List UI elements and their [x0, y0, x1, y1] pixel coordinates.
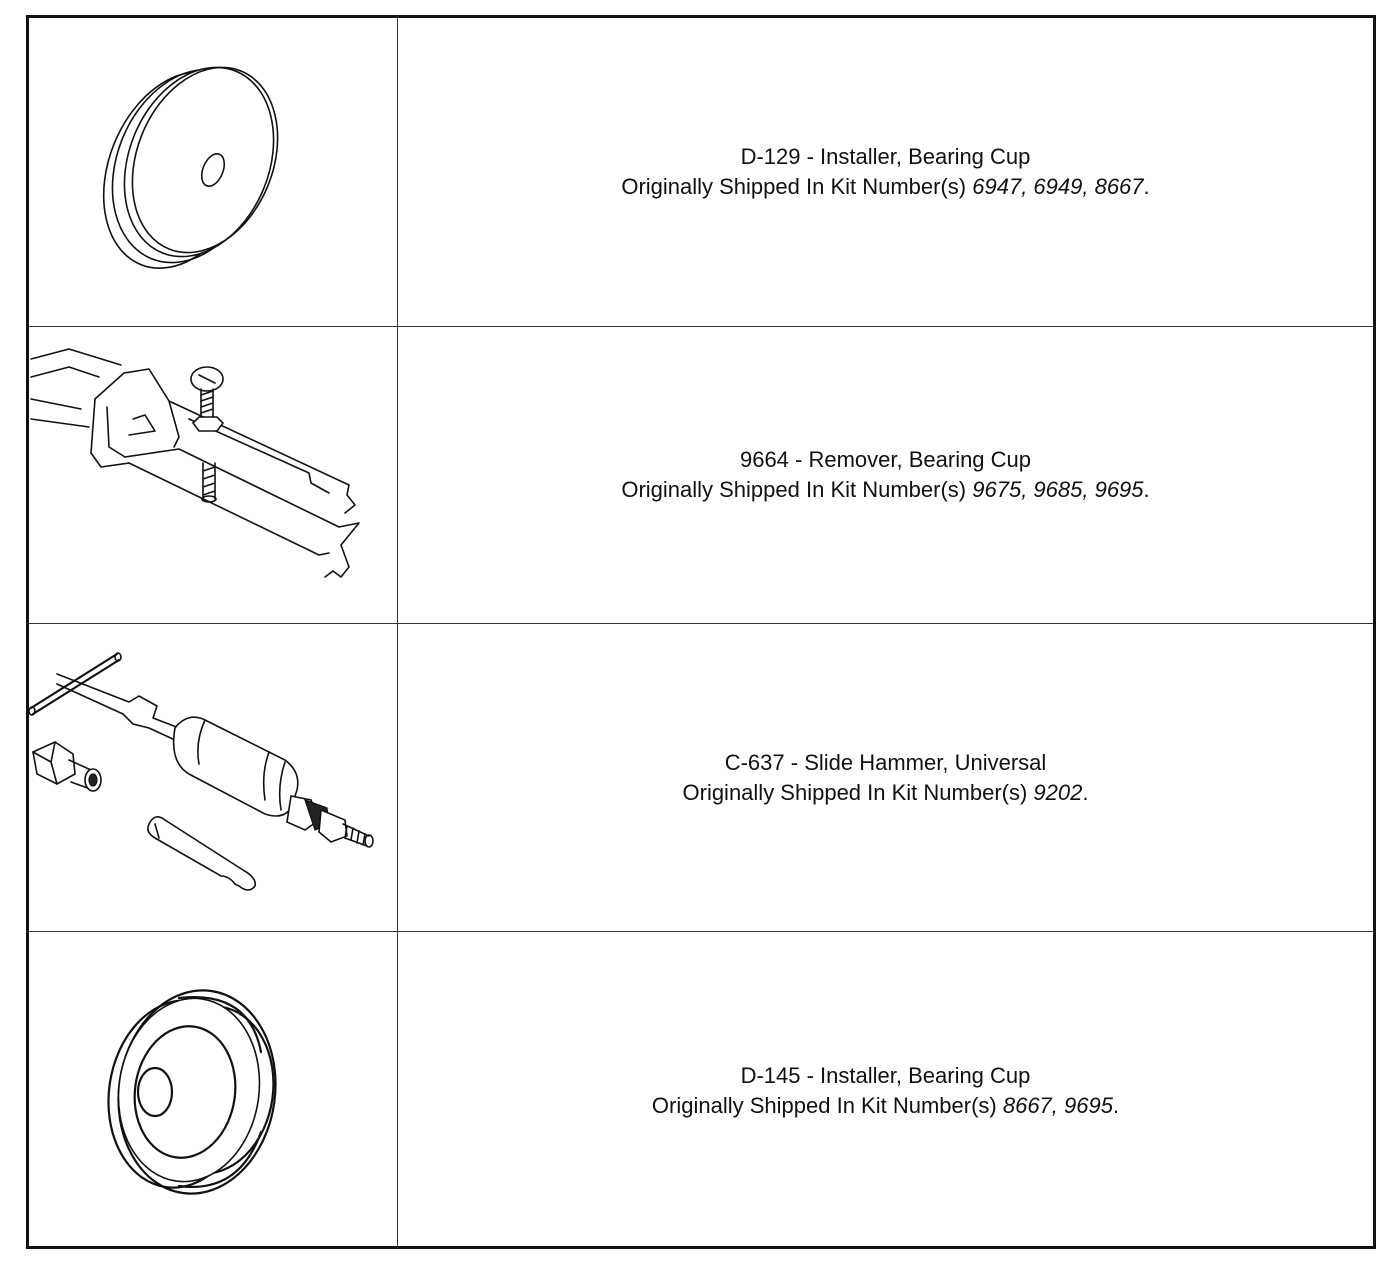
image-cell — [28, 624, 398, 931]
slide-hammer-icon — [28, 652, 374, 891]
tool-title: C-637 - Slide Hammer, Universal — [724, 749, 1047, 775]
image-cell — [29, 18, 398, 326]
tool-title: D-129 - Installer, Bearing Cup — [740, 144, 1031, 169]
bearing-cup-installer-stepped-icon — [107, 989, 277, 1195]
bearing-cup-installer-disc-icon — [102, 66, 279, 269]
table-row: C-637 - Slide Hammer, Universal Original… — [28, 624, 1373, 932]
bearing-cup-remover-bracket-icon — [30, 348, 360, 578]
kit-suffix: . — [1143, 477, 1150, 502]
table-row: D-145 - Installer, Bearing Cup Originall… — [29, 932, 1373, 1249]
kit-numbers: 8667, 9695 — [1002, 1092, 1113, 1118]
description-cell: C-637 - Slide Hammer, Universal Original… — [398, 624, 1373, 931]
kit-suffix: . — [1143, 174, 1150, 199]
kit-label: Originally Shipped In Kit Number(s) — [621, 174, 973, 199]
description-cell: D-129 - Installer, Bearing Cup Originall… — [398, 18, 1373, 326]
kit-numbers-line: Originally Shipped In Kit Number(s) 6947… — [621, 172, 1149, 202]
kit-label: Originally Shipped In Kit Number(s) — [651, 1092, 1003, 1118]
kit-suffix: . — [1082, 779, 1089, 805]
kit-suffix: . — [1112, 1092, 1120, 1118]
kit-numbers-line: Originally Shipped In Kit Number(s) 8667… — [652, 1091, 1119, 1121]
table-row: D-129 - Installer, Bearing Cup Originall… — [29, 18, 1373, 327]
kit-label: Originally Shipped In Kit Number(s) — [682, 779, 1034, 805]
tool-title: 9664 - Remover, Bearing Cup — [739, 447, 1032, 472]
kit-label: Originally Shipped In Kit Number(s) — [621, 477, 973, 502]
tool-title: D-145 - Installer, Bearing Cup — [740, 1062, 1031, 1088]
image-cell — [29, 932, 398, 1249]
kit-numbers: 9675, 9685, 9695 — [972, 477, 1144, 502]
kit-numbers-line: Originally Shipped In Kit Number(s) 9675… — [621, 475, 1149, 505]
kit-numbers: 6947, 6949, 8667 — [972, 174, 1144, 199]
description-cell: D-145 - Installer, Bearing Cup Originall… — [398, 932, 1373, 1249]
kit-numbers-line: Originally Shipped In Kit Number(s) 9202… — [683, 778, 1089, 808]
description-cell: 9664 - Remover, Bearing Cup Originally S… — [398, 327, 1373, 623]
kit-numbers: 9202 — [1033, 779, 1083, 805]
image-cell — [29, 327, 398, 623]
table-row: 9664 - Remover, Bearing Cup Originally S… — [29, 327, 1373, 624]
tool-table: D-129 - Installer, Bearing Cup Originall… — [26, 15, 1376, 1249]
